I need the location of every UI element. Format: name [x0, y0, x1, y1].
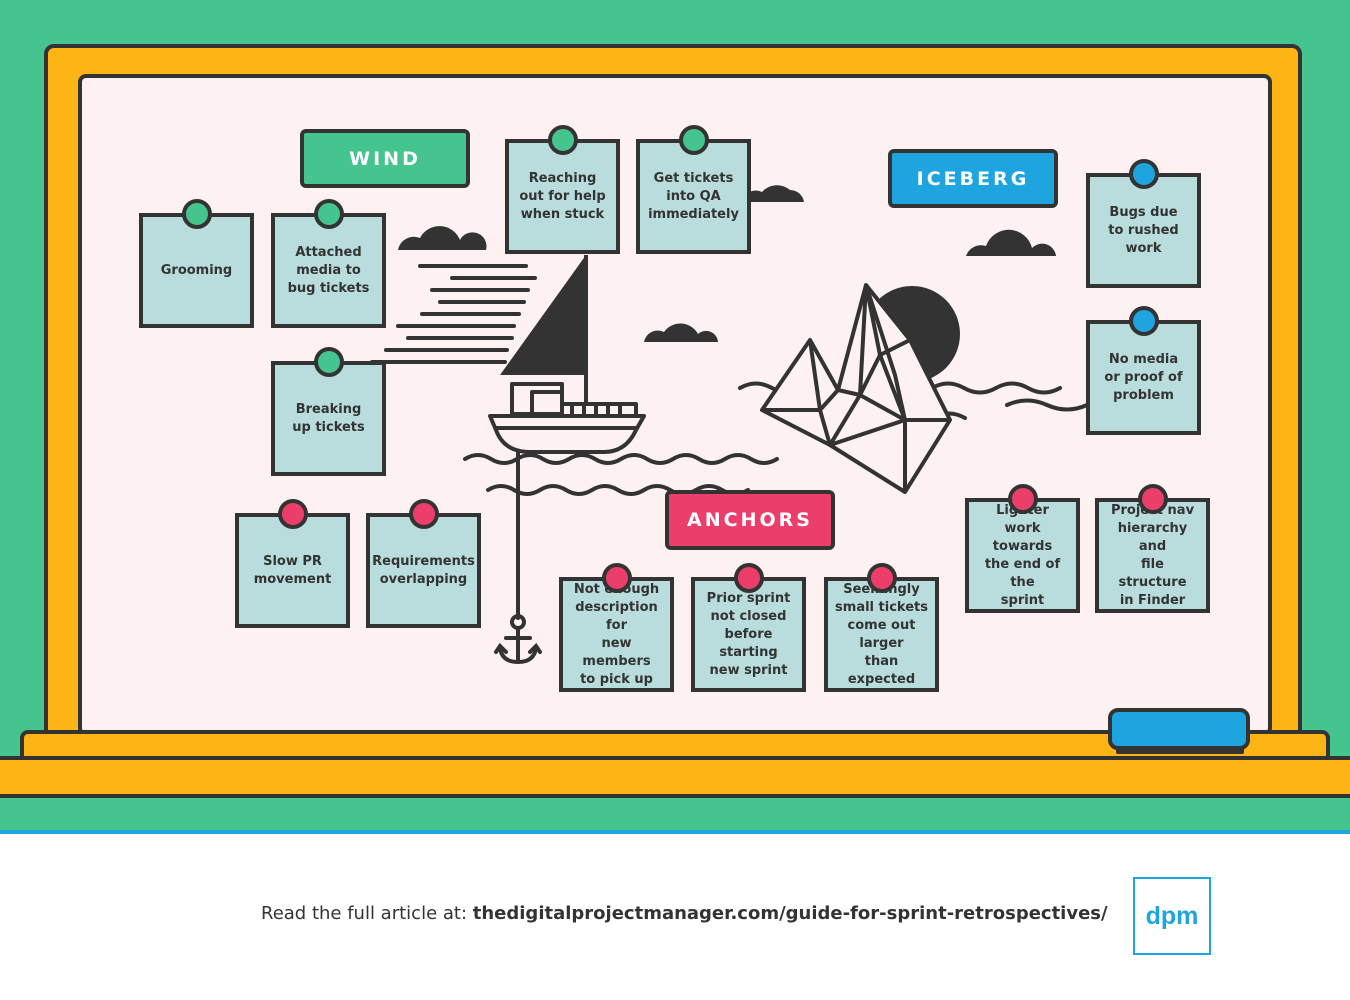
wind-note: Grooming: [139, 199, 254, 328]
sailboat-icon: [488, 255, 646, 454]
cloud-icon: [398, 226, 487, 250]
cloud-icon: [644, 323, 718, 342]
pin-icon: [866, 563, 897, 593]
note-text: Project nav hierarchy and file structure…: [1110, 502, 1195, 608]
pin-icon: [1128, 159, 1159, 189]
wind-note: Get tickets into QA immediately: [636, 125, 751, 254]
note-text: Slow PR movement: [253, 553, 332, 587]
note-text: Get tickets into QA immediately: [648, 170, 739, 222]
note-text: Reaching out for help when stuck: [519, 170, 606, 222]
wind-note: Attached media to bug tickets: [271, 199, 386, 328]
anchor-icon: [494, 614, 542, 665]
iceberg-label: ICEBERG: [888, 149, 1058, 208]
note-text: Grooming: [160, 262, 233, 278]
pin-icon: [181, 199, 212, 229]
anchor-note: Not enough description for new members t…: [559, 563, 674, 692]
wind-lines-icon: [370, 264, 537, 364]
iceberg-note: Lighter work towards the end of the spri…: [965, 484, 1080, 613]
iceberg-note: Project nav hierarchy and file structure…: [1095, 484, 1210, 613]
note-text: Breaking up tickets: [292, 401, 365, 435]
note-text: Not enough description for new members t…: [573, 581, 660, 687]
note-text: Requirements overlapping: [372, 553, 475, 587]
pin-icon: [1137, 484, 1168, 514]
pin-icon: [408, 499, 439, 529]
anchor-note: Requirements overlapping: [366, 499, 481, 628]
anchor-note: Slow PR movement: [235, 499, 350, 628]
pin-icon: [547, 125, 578, 155]
cloud-icon: [966, 229, 1056, 256]
anchor-note: Prior sprint not closed before starting …: [691, 563, 806, 692]
iceberg-note: Bugs due to rushed work: [1086, 159, 1201, 288]
iceberg-icon: [760, 283, 952, 494]
dpm-logo[interactable]: dpm: [1133, 877, 1211, 955]
pin-icon: [678, 125, 709, 155]
footer-prefix: Read the full article at:: [261, 903, 473, 924]
wave-icon: [1005, 398, 1089, 412]
pin-icon: [733, 563, 764, 593]
pin-icon: [313, 199, 344, 229]
wind-note: Reaching out for help when stuck: [505, 125, 620, 254]
pin-icon: [313, 347, 344, 377]
wind-label: WIND: [300, 129, 470, 188]
eraser-icon: [1108, 708, 1250, 750]
wind-note: Breaking up tickets: [271, 347, 386, 476]
note-text: Seemingly small tickets come out larger …: [835, 582, 928, 687]
footer: [0, 834, 1350, 1000]
pin-icon: [601, 563, 632, 593]
pin-icon: [1007, 484, 1038, 514]
wave-icon: [486, 484, 750, 496]
note-text: Lighter work towards the end of the spri…: [984, 503, 1061, 608]
note-text: No media or proof of problem: [1104, 351, 1183, 403]
anchors-label: ANCHORS: [665, 490, 835, 550]
anchor-note: Seemingly small tickets come out larger …: [824, 563, 939, 692]
wall-edge: [0, 830, 1350, 834]
whiteboard-tray: [0, 756, 1350, 798]
pin-icon: [277, 499, 308, 529]
note-text: Bugs due to rushed work: [1108, 204, 1179, 256]
cloud-icon: [742, 185, 804, 202]
footer-text: Read the full article at: thedigitalproj…: [261, 903, 1108, 924]
note-text: Prior sprint not closed before starting …: [706, 590, 791, 678]
article-link[interactable]: thedigitalprojectmanager.com/guide-for-s…: [472, 903, 1108, 924]
pin-icon: [1128, 306, 1159, 336]
note-text: Attached media to bug tickets: [287, 244, 370, 296]
iceberg-note: No media or proof of problem: [1086, 306, 1201, 435]
wave-icon: [463, 453, 779, 465]
